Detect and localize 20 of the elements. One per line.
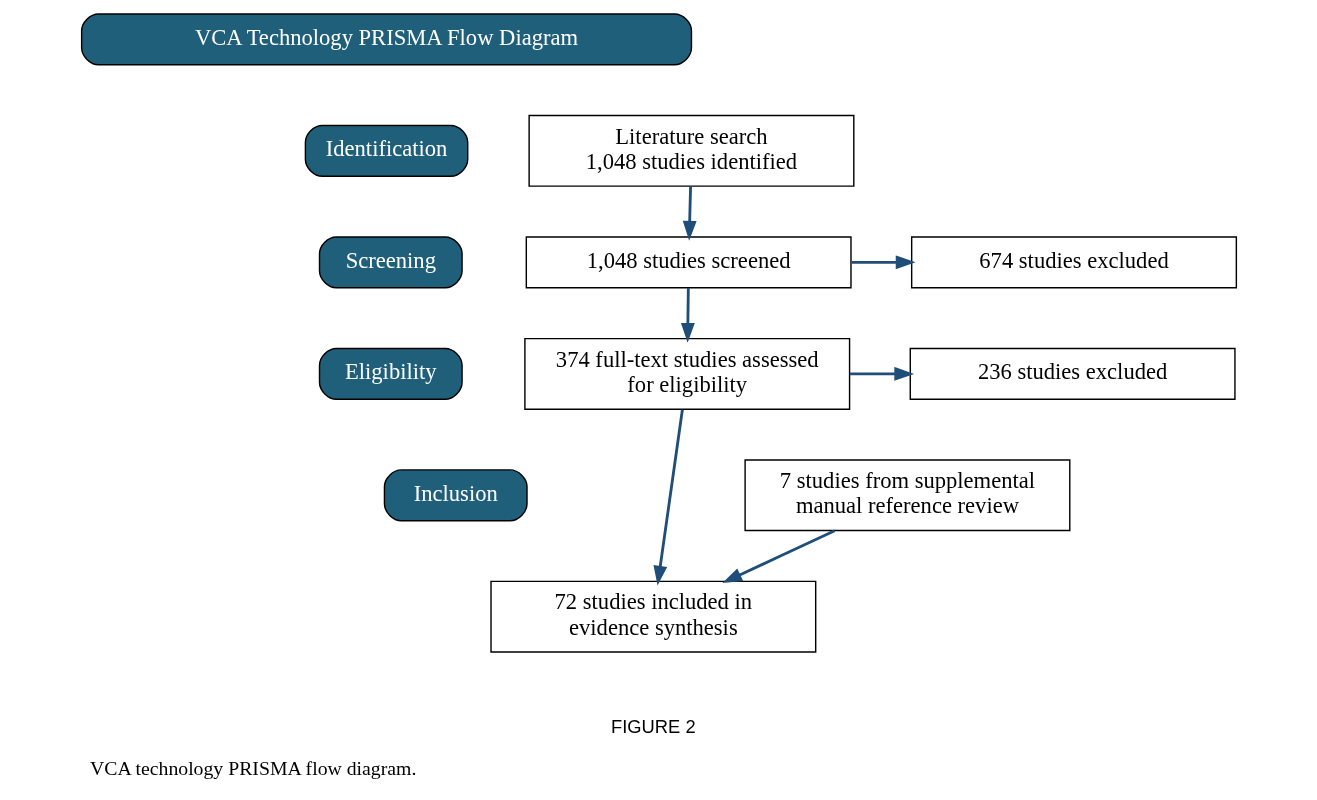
node-box: VCA Technology PRISMA Flow Diagram [80, 13, 692, 66]
node-box: 674 studies excluded [910, 236, 1237, 289]
node-box: 1,048 studies screened [525, 236, 852, 289]
arrow [850, 255, 916, 270]
arrow [682, 186, 697, 241]
node-box: Inclusion [383, 469, 528, 522]
node-box: 7 studies from supplemental manual reference review [743, 459, 1070, 532]
node-box: Screening [318, 236, 463, 289]
node-box: 374 full-text studies assessed for eligibility [523, 337, 850, 410]
caption: VCA technology PRISMA flow diagram. [89, 757, 416, 780]
arrow [680, 287, 695, 343]
label: FIGURE 2 [610, 716, 696, 737]
node-box: Eligibility [318, 347, 463, 400]
arrow [652, 409, 684, 586]
node-box: 72 studies included in evidence synthesis [489, 580, 816, 653]
node-box: Literature search 1,048 studies identified [527, 114, 854, 187]
node-box: 236 studies excluded [909, 347, 1236, 400]
arrow [849, 366, 914, 381]
node-box: Identification [304, 124, 468, 177]
arrow [721, 529, 835, 584]
